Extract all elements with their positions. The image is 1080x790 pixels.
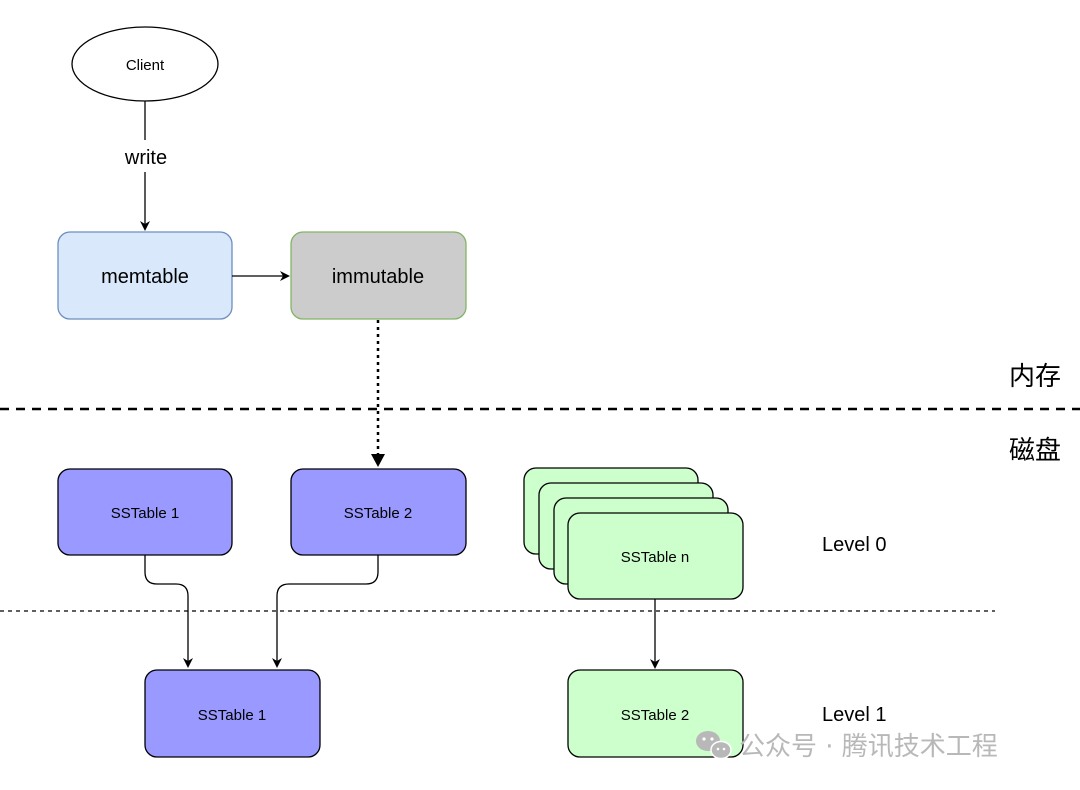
disk-region-label: 磁盘 [1009,436,1061,466]
memory-region-label: 内存 [1009,362,1061,392]
watermark-text: 公众号 · 腾讯技术工程 [739,732,998,762]
write-edge: write [124,101,167,231]
l0-sstable-2-label: SSTable 2 [344,505,412,522]
l0-sstable-stack: SSTable n [523,467,744,600]
immutable-node: immutable [290,231,467,320]
l1-sstable-2-label: SSTable 2 [621,707,689,724]
flush-arrowhead [371,454,385,467]
l0-sstable-1-label: SSTable 1 [111,505,179,522]
write-label: write [124,147,167,169]
memtable-node: memtable [57,231,233,320]
l0-sstable-1-to-l1-arrow [144,555,193,668]
client-node: Client [71,26,219,102]
immutable-label: immutable [332,266,424,288]
memtable-label: memtable [101,266,189,288]
level-0-label: Level 0 [822,534,887,556]
level-1-label: Level 1 [822,704,887,726]
client-label: Client [126,57,165,74]
l1-sstable-1-node: SSTable 1 [144,669,321,758]
l1-sstable-1-label: SSTable 1 [198,707,266,724]
l0-sstable-n-label: SSTable n [621,549,689,566]
wechat-icon [696,731,732,760]
l0-sstable-2-node: SSTable 2 [290,468,467,556]
l0-sstable-2-to-l1-arrow [272,555,379,668]
l0-sstable-1-node: SSTable 1 [57,468,233,556]
